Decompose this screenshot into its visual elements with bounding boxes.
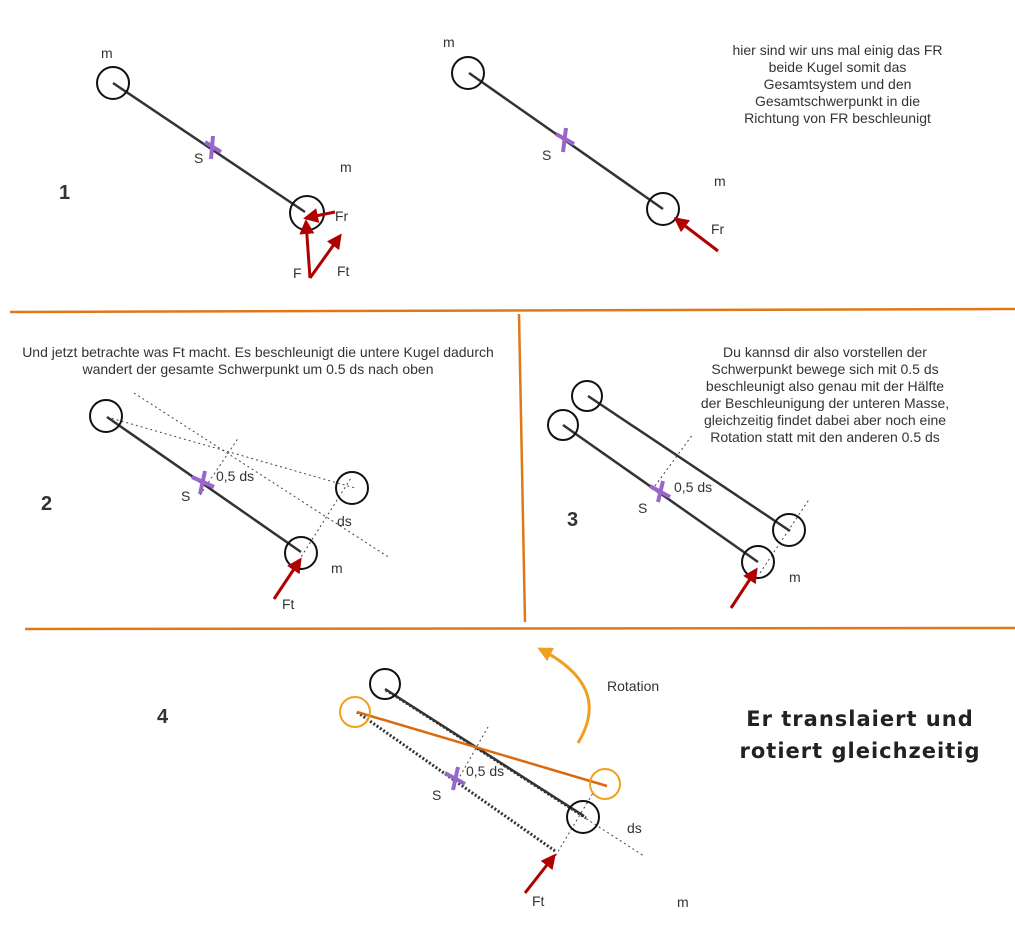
note-line: Richtung von FR beschleunigt <box>744 110 931 126</box>
note-line: Gesamtschwerpunkt in die <box>755 93 920 109</box>
note-line: gleichzeitig findet dabei aber noch eine <box>703 412 947 428</box>
note-line: Rotation statt mit den anderen 0.5 ds <box>710 429 940 445</box>
panel4-headline: Er translaiert und rotiert gleichzeitig <box>730 703 990 767</box>
center-of-mass-label: S <box>432 787 441 803</box>
center-of-mass-label: S <box>194 150 203 166</box>
mass-label: m <box>101 45 113 61</box>
force-fr-arrow <box>303 208 336 223</box>
panel1-left-dumbbell <box>96 66 342 279</box>
force-ft-arrow <box>272 557 302 600</box>
rotation-label: Rotation <box>607 678 659 694</box>
ds-label: ds <box>337 513 352 529</box>
force-ft-arrow <box>523 853 556 894</box>
note-line: hier sind wir uns mal einig das FR <box>732 42 943 58</box>
center-of-mass-marker <box>555 127 575 153</box>
center-of-mass-label: S <box>181 488 190 504</box>
center-of-mass-label: S <box>638 500 647 516</box>
headline-line: Er translaiert und <box>746 707 974 731</box>
panel1-note: hier sind wir uns mal einig das FR beide… <box>700 42 975 127</box>
note-line: der Beschleunigung der unteren Masse, <box>700 395 950 411</box>
force-label: F <box>293 265 302 281</box>
panel2-note: Und jetzt betrachte was Ft macht. Es bes… <box>0 344 516 378</box>
panel3-dumbbells <box>547 380 811 609</box>
center-of-mass-marker <box>191 470 215 495</box>
center-of-mass-marker <box>203 135 223 160</box>
headline-line: rotiert gleichzeitig <box>739 739 981 763</box>
mass-label: m <box>443 34 455 50</box>
force-label: Fr <box>335 208 349 224</box>
mass-label: m <box>331 560 343 576</box>
force-ft-arrow <box>308 233 342 279</box>
panel-number: 2 <box>41 493 52 515</box>
note-line: beschleunigt also genau mit der Hälfte <box>705 378 945 394</box>
half-ds-label: 0,5 ds <box>216 468 254 484</box>
force-f-arrow <box>299 219 315 279</box>
note-line: Gesamtsystem und den <box>763 76 912 92</box>
note-line: Du kannsd dir also vorstellen der <box>723 344 927 360</box>
note-line: beide Kugel somit das <box>768 59 907 75</box>
force-fr-arrow <box>673 217 719 253</box>
half-ds-label: 0,5 ds <box>466 763 504 779</box>
note-line: wandert der gesamte Schwerpunkt um 0.5 d… <box>82 361 434 377</box>
panel4-dumbbells <box>339 647 645 894</box>
note-line: Schwerpunkt bewege sich mit 0.5 ds <box>711 361 939 377</box>
mass-label: m <box>714 173 726 189</box>
panel3-note: Du kannsd dir also vorstellen der Schwer… <box>672 344 978 446</box>
panel2-dumbbell <box>89 392 391 600</box>
force-label: Ft <box>337 263 350 279</box>
panel-number: 3 <box>567 509 578 531</box>
force-label: Ft <box>282 596 295 612</box>
half-ds-label: 0,5 ds <box>674 479 712 495</box>
note-line: Und jetzt betrachte was Ft macht. Es bes… <box>22 344 494 360</box>
center-of-mass-label: S <box>542 147 551 163</box>
center-of-mass-marker <box>649 480 671 503</box>
force-label: Ft <box>532 893 545 909</box>
panel-number: 1 <box>59 182 70 204</box>
rotation-arrow <box>537 647 591 744</box>
panel-dividers <box>9 307 1015 631</box>
ds-label: ds <box>627 820 642 836</box>
panel-number: 4 <box>157 706 169 728</box>
force-ft-arrow <box>729 567 758 609</box>
mass-label: m <box>789 569 801 585</box>
force-label: Fr <box>711 221 725 237</box>
center-of-mass-marker <box>444 766 466 791</box>
mass-label: m <box>677 894 689 910</box>
mass-label: m <box>340 159 352 175</box>
panel1-right-dumbbell <box>451 56 719 253</box>
